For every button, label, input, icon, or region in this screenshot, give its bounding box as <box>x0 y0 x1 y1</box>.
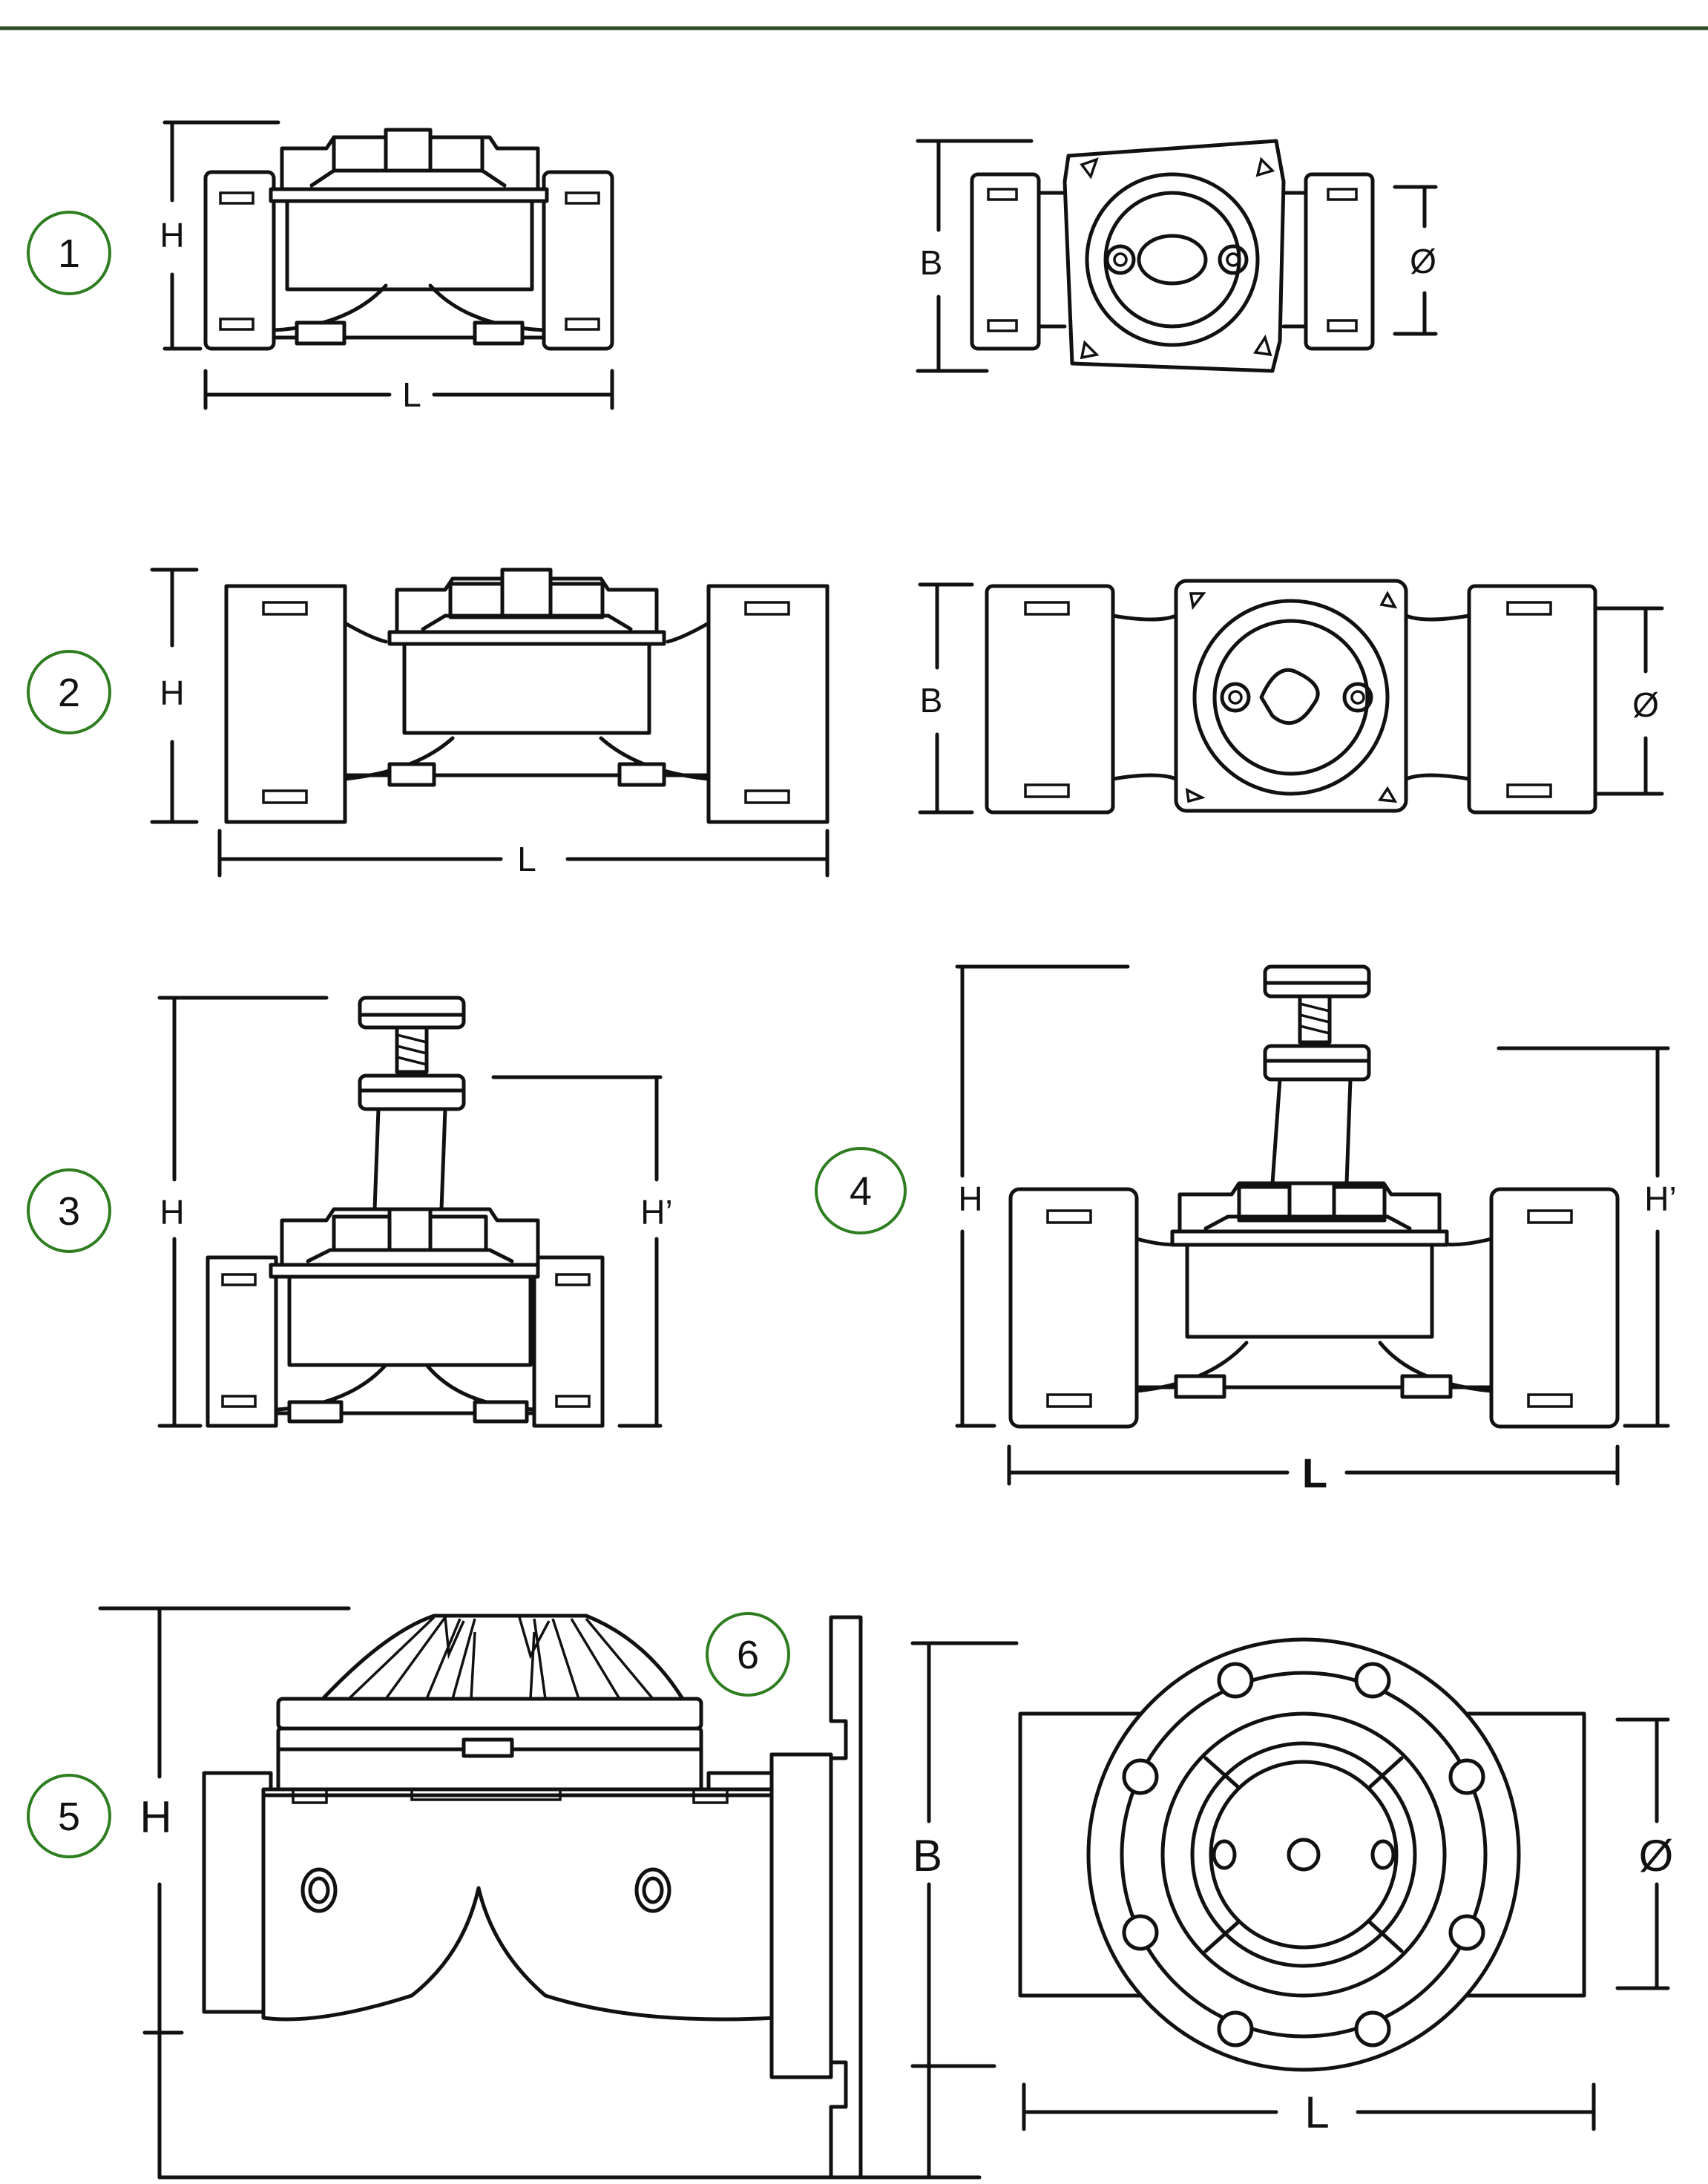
figure-2-height-label: H <box>160 674 184 712</box>
figure-2-number: 2 <box>58 671 80 715</box>
figure-5-front-view: H <box>98 1606 982 2180</box>
figure-1: 1 H L <box>27 120 1438 414</box>
figure-5-height-label: H <box>139 1792 171 1842</box>
figure-2-diameter-label: Ø <box>1632 685 1659 724</box>
figure-6: 6 B <box>706 1612 1674 2180</box>
figure-2-badge: 2 <box>27 650 111 734</box>
figure-3-number: 3 <box>58 1189 80 1234</box>
figure-2: 2 H L <box>27 568 1664 878</box>
figure-5-number: 5 <box>58 1795 80 1839</box>
figure-6-badge: 6 <box>706 1612 790 1697</box>
figure-3-height2-label: H’ <box>640 1193 672 1231</box>
figure-1-badge: 1 <box>27 211 111 295</box>
figure-6-side-view: B Ø L <box>910 1637 1674 2180</box>
figure-2-width-label: B <box>920 681 943 720</box>
figure-5: 5 H <box>27 1606 982 2180</box>
figure-4-number: 4 <box>850 1169 872 1214</box>
figure-1-front-view: H L <box>160 120 614 414</box>
figure-3: 3 H H’ <box>27 996 673 1428</box>
figure-5-badge: 5 <box>27 1774 111 1858</box>
figure-4-length-label: L <box>1302 1450 1327 1496</box>
figure-2-length-label: L <box>517 840 536 878</box>
figure-6-width-label: B <box>913 1831 942 1881</box>
figure-6-number: 6 <box>737 1633 759 1677</box>
figure-1-side-view: B Ø <box>916 139 1438 373</box>
figure-1-length-label: L <box>402 375 421 414</box>
figure-1-width-label: B <box>920 243 943 282</box>
figure-2-front-view: H L <box>150 568 830 878</box>
figure-3-front-view: H H’ <box>157 996 673 1428</box>
figure-3-height-label: H <box>160 1193 184 1231</box>
figure-4-height2-label: H’ <box>1644 1180 1676 1218</box>
figure-3-badge: 3 <box>27 1168 111 1253</box>
figure-4-front-view: H H’ <box>955 964 1677 1496</box>
figure-4-height-label: H <box>958 1180 982 1218</box>
figure-1-number: 1 <box>58 231 80 276</box>
figure-4-badge: 4 <box>815 1147 907 1234</box>
figure-6-length-label: L <box>1304 2088 1329 2137</box>
figure-2-side-view: B Ø <box>918 579 1664 815</box>
figure-1-diameter-label: Ø <box>1410 242 1436 280</box>
figure-4: 4 H H’ <box>815 964 1677 1496</box>
figure-1-height-label: H <box>160 216 184 254</box>
figure-6-diameter-label: Ø <box>1639 1831 1674 1881</box>
